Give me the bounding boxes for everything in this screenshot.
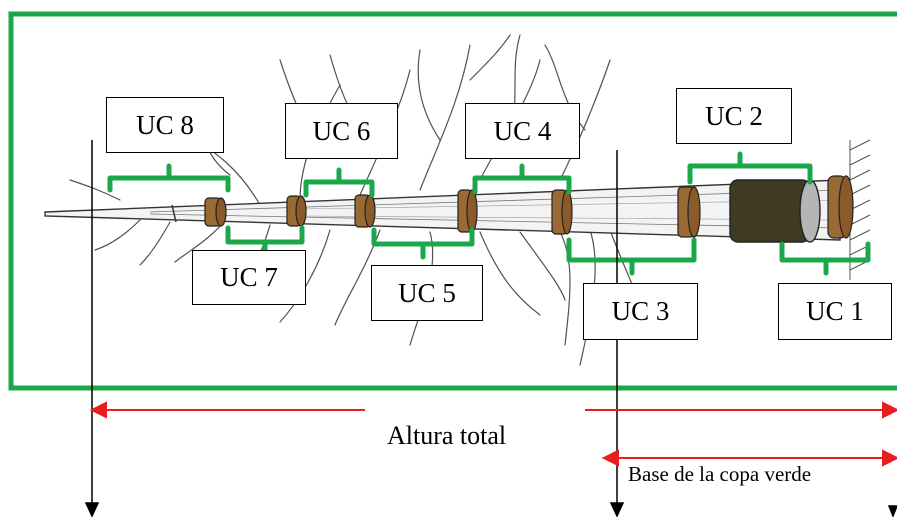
arrow-head-middle — [609, 502, 625, 517]
bracket-uc2 — [687, 151, 813, 185]
total-height-arrow-left — [89, 401, 107, 419]
label-uc3: UC 3 — [583, 283, 698, 340]
disk-uc7 — [286, 195, 307, 227]
label-uc7: UC 7 — [192, 250, 306, 305]
disk-uc5 — [457, 189, 478, 233]
disk-uc4 — [551, 189, 573, 235]
label-uc5: UC 5 — [371, 265, 483, 321]
disk-uc1 — [827, 175, 854, 239]
disk-uc6 — [354, 194, 376, 228]
green-frame — [8, 11, 897, 391]
label-uc2: UC 2 — [676, 88, 792, 144]
label-uc4: UC 4 — [465, 103, 580, 159]
label-uc8: UC 8 — [106, 97, 224, 153]
bracket-uc8 — [107, 163, 231, 193]
label-uc1: UC 1 — [778, 283, 892, 340]
total-height-caption: Altura total — [387, 421, 507, 450]
crown-base-caption: Base de la copa verde — [628, 462, 812, 486]
total-height-arrow-right — [882, 401, 897, 419]
bracket-uc6 — [303, 167, 375, 198]
trunk — [44, 179, 841, 241]
arrow-head-right — [887, 505, 897, 517]
disk-uc8 — [204, 197, 227, 227]
cut-mark — [171, 204, 177, 223]
crown-base-arrow-right — [882, 449, 897, 467]
bracket-uc1 — [779, 241, 871, 276]
bracket-uc4 — [472, 163, 572, 195]
bracket-uc3 — [566, 237, 697, 276]
bracket-uc5 — [371, 227, 475, 260]
label-uc6: UC 6 — [285, 103, 398, 159]
crown-base-arrow-left — [601, 449, 619, 467]
log-uc2 — [729, 179, 821, 243]
arrow-head-left — [84, 502, 100, 517]
disk-uc3 — [677, 186, 701, 238]
